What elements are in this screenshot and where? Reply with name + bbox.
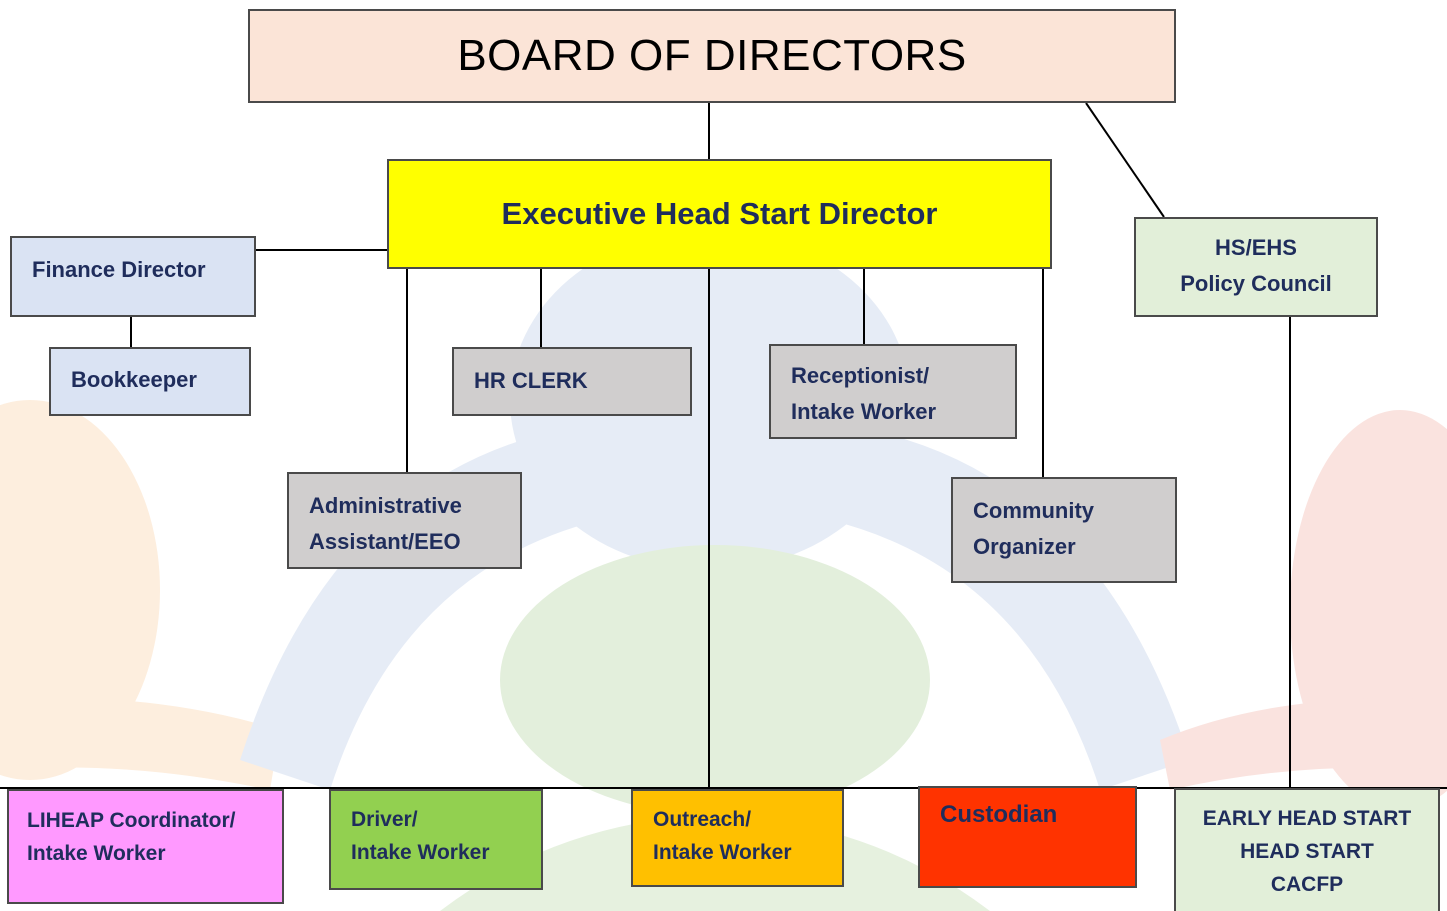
board-of-directors-box: BOARD OF DIRECTORS: [248, 9, 1176, 103]
finance-label: Finance Director: [32, 257, 206, 282]
watermark-red-arm: [1160, 698, 1447, 790]
board-label: BOARD OF DIRECTORS: [457, 31, 967, 80]
liheap-coordinator-box: LIHEAP Coordinator/ Intake Worker: [7, 789, 284, 904]
finance-director-box: Finance Director: [10, 236, 256, 317]
executive-label: Executive Head Start Director: [501, 196, 938, 231]
community-organizer-box: Community Organizer: [951, 477, 1177, 583]
watermark-green-head: [500, 545, 930, 815]
receptionist-box: Receptionist/ Intake Worker: [769, 344, 1017, 439]
custodian-box: Custodian: [918, 786, 1137, 888]
hr-clerk-box: HR CLERK: [452, 347, 692, 416]
admin-assistant-box: Administrative Assistant/EEO: [287, 472, 522, 569]
board-to-policy-line: [1085, 102, 1165, 218]
policy-council-box: HS/EHS Policy Council: [1134, 217, 1378, 317]
outreach-label: Outreach/ Intake Worker: [653, 808, 792, 864]
bookkeeper-box: Bookkeeper: [49, 347, 251, 416]
receptionist-label: Receptionist/ Intake Worker: [791, 363, 937, 424]
bookkeeper-label: Bookkeeper: [71, 367, 197, 392]
admin-label: Administrative Assistant/EEO: [309, 493, 462, 554]
executive-director-box: Executive Head Start Director: [387, 159, 1052, 269]
liheap-label: LIHEAP Coordinator/ Intake Worker: [27, 809, 236, 865]
community-label: Community Organizer: [973, 498, 1094, 559]
driver-label: Driver/ Intake Worker: [351, 808, 490, 864]
policy-council-label: HS/EHS Policy Council: [1180, 235, 1332, 296]
driver-box: Driver/ Intake Worker: [329, 789, 543, 890]
hr-clerk-label: HR CLERK: [474, 368, 588, 393]
watermark-blue-arc-right: [830, 430, 1190, 790]
watermark-orange-arm: [0, 698, 280, 790]
custodian-label: Custodian: [940, 801, 1058, 828]
ehs-label: EARLY HEAD START HEAD START CACFP: [1202, 807, 1412, 896]
outreach-box: Outreach/ Intake Worker: [631, 789, 844, 887]
watermark-orange-head: [0, 400, 160, 780]
early-head-start-box: EARLY HEAD START HEAD START CACFP: [1174, 788, 1440, 911]
